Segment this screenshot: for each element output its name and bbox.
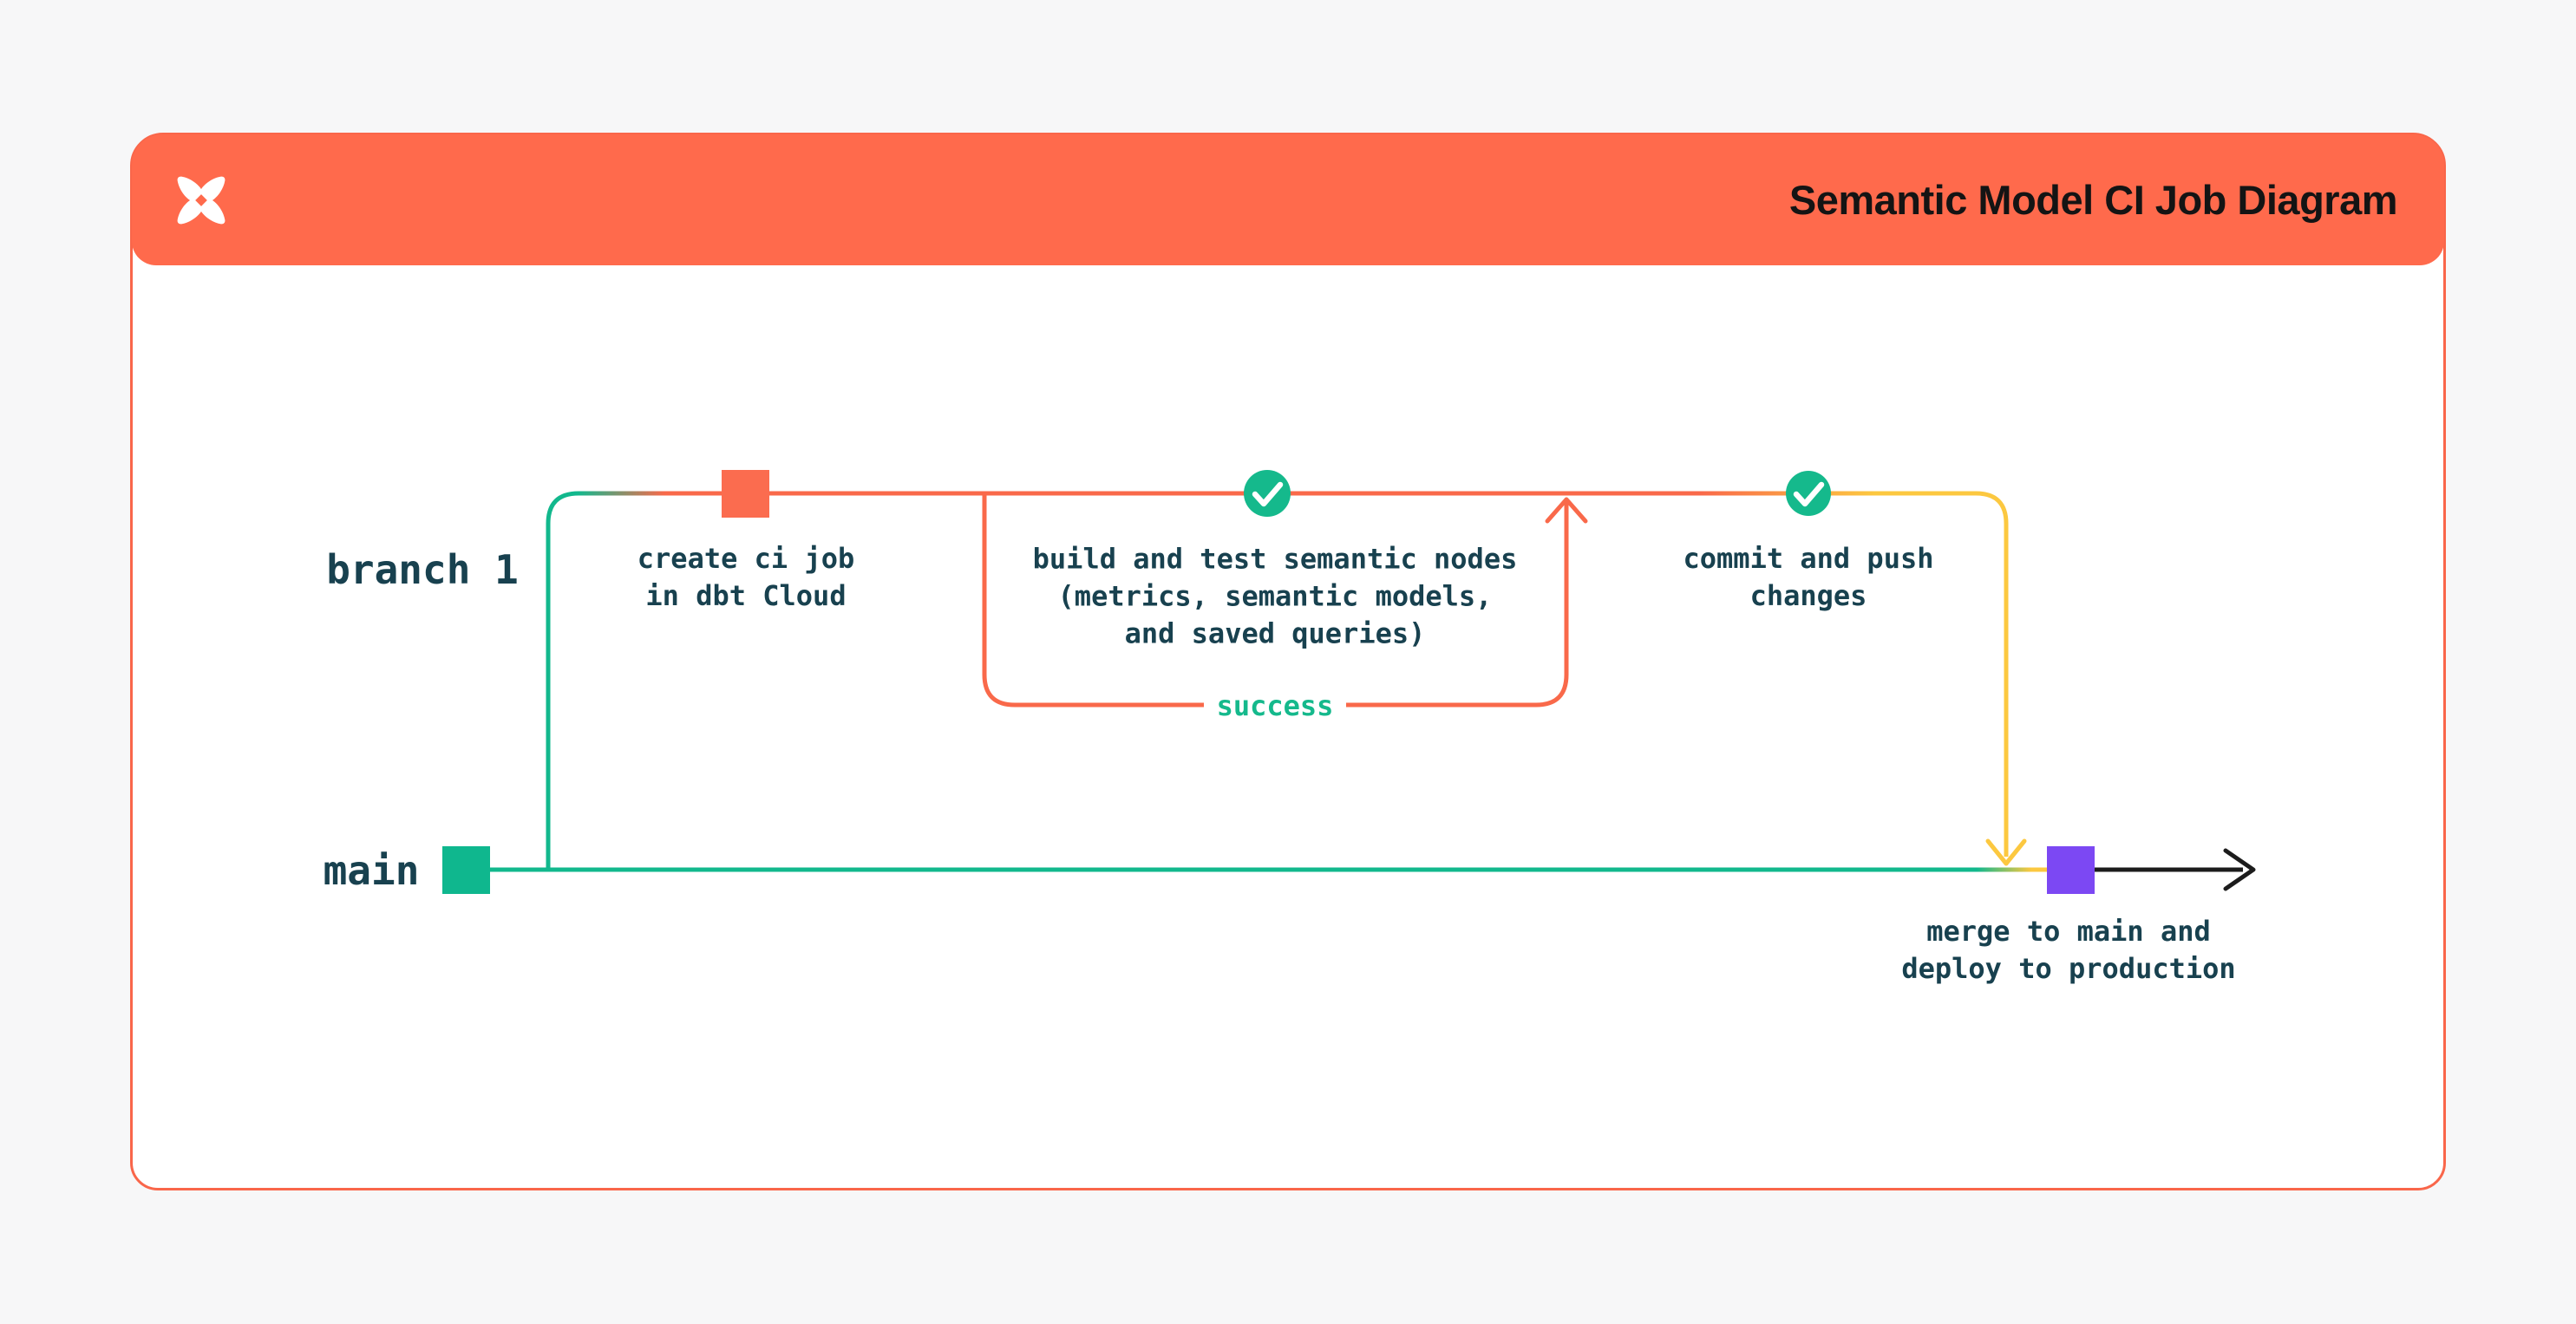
branch1-label: branch 1 — [326, 546, 519, 593]
commit-push-check-icon — [1786, 471, 1831, 516]
loop-arrowhead-icon — [1545, 497, 1588, 524]
card-header: Semantic Model CI Job Diagram — [132, 134, 2444, 265]
node-label-build-and-test: build and test semantic nodes (metrics, … — [1032, 542, 1518, 650]
loop-success-label: success — [1216, 689, 1334, 722]
build-test-check-icon — [1244, 470, 1291, 517]
main-commit-square — [442, 846, 490, 894]
merge-commit-square — [2047, 846, 2095, 894]
create-ci-commit-square — [722, 470, 769, 518]
node-label-commit-and-push: commit and push changes — [1683, 542, 1934, 612]
node-label-create-ci-job: create ci job in dbt Cloud — [637, 542, 855, 612]
page-title: Semantic Model CI Job Diagram — [1788, 177, 2398, 223]
ci-loop-box — [982, 493, 1569, 708]
dbt-logo-icon — [177, 176, 226, 224]
main-label: main — [323, 847, 420, 894]
main-continuation-arrowhead-icon — [2223, 848, 2256, 891]
merge-arrowhead-icon — [1985, 838, 2027, 866]
diagram-card: Semantic Model CI Job Diagram — [130, 133, 2446, 1190]
node-label-merge-deploy: merge to main and deploy to production — [1901, 915, 2236, 985]
